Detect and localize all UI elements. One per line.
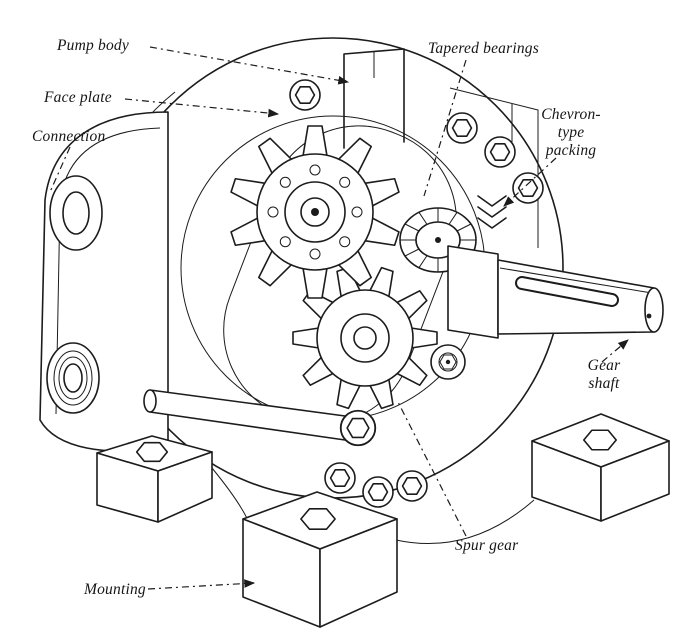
label-face-plate: Face plate: [44, 89, 112, 106]
connection-housing: [39, 111, 169, 452]
mounting-foot-left: [96, 435, 213, 523]
leader-spur-gear: [397, 401, 467, 537]
mounting-foot-right: [531, 413, 670, 522]
label-connection: Connection: [32, 128, 106, 145]
leader-lines: [49, 46, 629, 590]
label-tapered-bearings: Tapered bearings: [428, 40, 539, 57]
leader-mounting: [147, 579, 256, 590]
leader-gear-shaft: [601, 339, 629, 363]
tie-rod: [143, 389, 375, 445]
label-spur-gear: Spur gear: [455, 537, 519, 554]
label-pump-body: Pump body: [57, 37, 129, 54]
leader-tapered-bearings: [423, 59, 467, 197]
bottom-bearing: [430, 344, 466, 380]
mounting-feet: [96, 413, 670, 628]
label-gear-shaft: Gear shaft: [587, 357, 621, 392]
leader-chevron-packing: [503, 157, 557, 207]
spur-gear-top: [230, 125, 400, 299]
mounting-foot-center: [242, 491, 398, 628]
label-mounting: Mounting: [84, 581, 146, 598]
chevron-packing: [477, 195, 507, 229]
spur-gear-bottom: [292, 266, 438, 410]
gear-shaft: [447, 245, 664, 339]
label-chevron-packing: Chevron- type packing: [541, 106, 601, 159]
